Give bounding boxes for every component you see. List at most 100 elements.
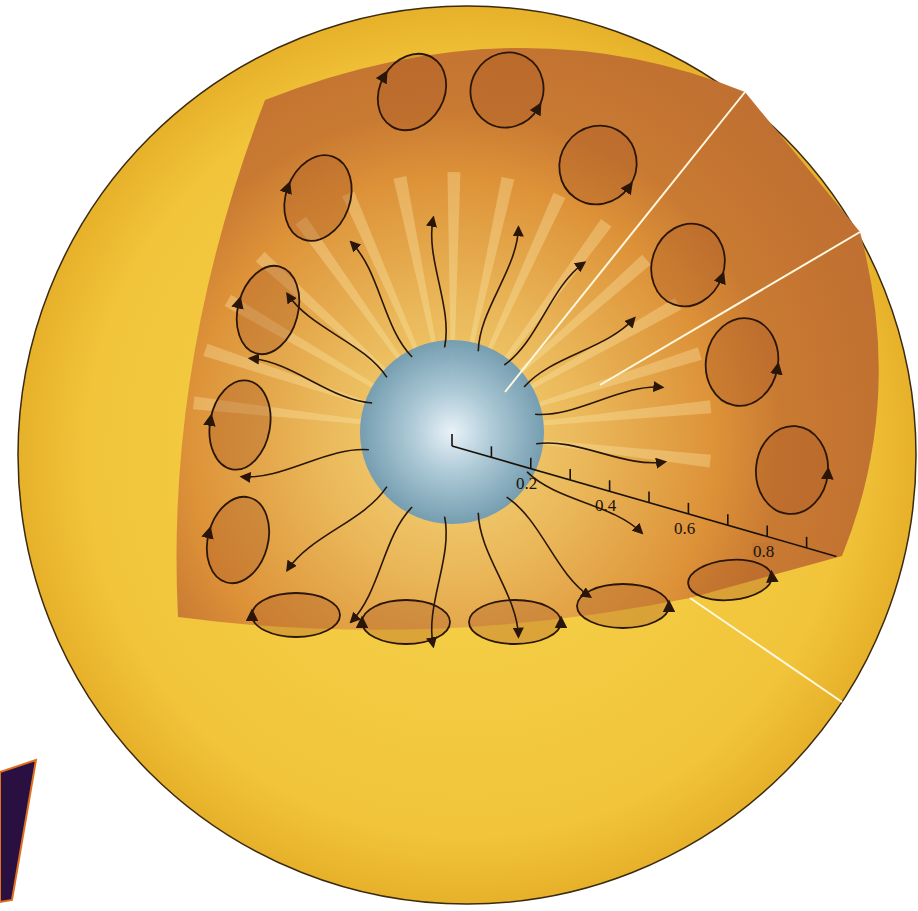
energy-arrow — [351, 507, 412, 622]
cell-loop — [273, 146, 363, 251]
cut-line — [505, 92, 745, 392]
cell-loop — [640, 213, 736, 317]
cell-arrow — [287, 183, 290, 191]
scale-tick — [609, 480, 611, 491]
cell-shade — [469, 600, 561, 644]
cell-shade — [362, 600, 450, 644]
cell-shade — [699, 312, 785, 411]
cell-arrow — [208, 528, 210, 536]
convection-cell — [699, 312, 785, 411]
energy-arrow — [432, 517, 447, 647]
convection-cell — [577, 584, 669, 628]
scale-tick — [451, 434, 453, 446]
scale-tick — [569, 469, 571, 480]
scale-tick — [530, 458, 532, 469]
cell-loop — [252, 593, 340, 637]
energy-arrow — [535, 387, 662, 415]
convection-cell — [227, 259, 308, 361]
cell-loop — [227, 259, 308, 361]
scale-tick — [727, 514, 729, 525]
convection-cell — [752, 423, 831, 517]
energy-arrow — [524, 318, 634, 387]
cell-loop — [699, 312, 785, 411]
cut-line — [690, 598, 842, 702]
cell-arrow — [560, 618, 562, 626]
cell-loop — [577, 584, 669, 628]
cell-loop — [364, 41, 459, 142]
convection-cell — [273, 146, 363, 251]
convection-cells — [198, 39, 832, 644]
scale-tick — [806, 537, 808, 548]
cell-shade — [252, 593, 340, 637]
convection-cell — [686, 556, 773, 603]
scale-value: 0.2 — [515, 475, 538, 492]
cell-arrow — [210, 416, 211, 424]
cell-shade — [273, 146, 363, 251]
cell-shade — [198, 490, 279, 591]
cell-arrow — [777, 364, 778, 372]
scale-value: 0.6 — [673, 520, 696, 537]
cell-shade — [640, 213, 736, 317]
cell-arrow — [536, 105, 540, 112]
radius-scale — [452, 434, 836, 556]
inset-fragment — [0, 760, 36, 902]
cell-shade — [577, 584, 669, 628]
energy-arrow — [478, 228, 518, 352]
scale-axis — [452, 446, 836, 556]
scale-tick — [648, 492, 650, 503]
cell-shade — [364, 41, 459, 142]
energy-arrow — [536, 443, 665, 463]
cell-loop — [752, 423, 831, 517]
energy-arrow — [287, 294, 387, 378]
scale-value: 0.8 — [752, 543, 775, 560]
convection-cell — [544, 110, 652, 219]
convection-cell — [203, 375, 278, 474]
energy-arrow — [250, 358, 372, 402]
energy-arrow — [432, 218, 447, 348]
cell-arrow — [627, 184, 632, 191]
convection-cell — [252, 593, 340, 637]
cell-arrow — [251, 611, 253, 619]
energy-arrow — [287, 487, 387, 571]
cell-loop — [362, 600, 450, 644]
cutaway-wedge — [177, 48, 879, 630]
convection-cell — [640, 213, 736, 317]
energy-arrows — [242, 218, 665, 646]
energy-arrow — [527, 472, 642, 533]
cell-loop — [469, 600, 561, 644]
cell-shade — [227, 259, 308, 361]
energy-arrow — [478, 513, 518, 637]
cell-arrow — [720, 274, 723, 282]
energy-arrow — [242, 449, 369, 477]
cell-shade — [544, 110, 652, 219]
sun-sphere — [18, 6, 916, 904]
scale-tick — [491, 446, 493, 457]
cell-arrow — [827, 469, 829, 477]
cell-arrow — [771, 572, 773, 580]
cell-arrow — [382, 73, 386, 80]
convection-cell — [364, 41, 459, 142]
cell-shade — [752, 423, 831, 517]
energy-arrow — [351, 242, 412, 357]
cell-arrow — [238, 298, 240, 306]
energy-arrow — [504, 263, 584, 365]
cell-loop — [198, 490, 279, 591]
cell-loop — [457, 39, 557, 141]
cell-shade — [203, 375, 278, 474]
convection-cell — [457, 39, 557, 141]
cell-shade — [686, 556, 773, 603]
scale-tick — [688, 503, 690, 514]
energy-arrow — [507, 497, 591, 597]
convection-cell — [469, 600, 561, 644]
solar-core — [360, 340, 544, 524]
convection-cell — [362, 600, 450, 644]
scale-tick — [766, 526, 768, 537]
cell-shade — [457, 39, 557, 141]
cell-arrow — [668, 602, 670, 610]
convection-cell — [198, 490, 279, 591]
cell-loop — [686, 556, 773, 603]
scale-value: 0.4 — [594, 497, 617, 514]
cell-loop — [203, 375, 278, 474]
cut-line — [600, 232, 860, 385]
